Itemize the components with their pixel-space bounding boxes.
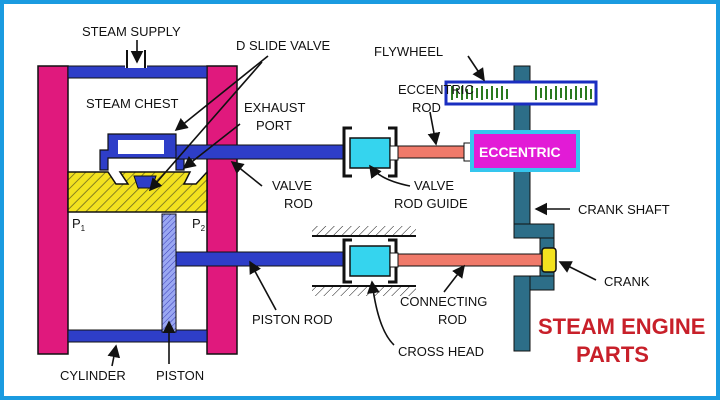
label-exhaust-port-1: EXHAUST — [244, 100, 305, 115]
cross-head — [349, 245, 391, 277]
label-steam-chest: STEAM CHEST — [86, 96, 179, 111]
label-valve-rod-1: VALVE — [272, 178, 312, 193]
crank-shaft-lower — [513, 275, 531, 352]
crosshead-guide-top — [312, 226, 416, 236]
label-eccentric: ECCENTRIC — [479, 144, 561, 160]
leader-d-slide-valve-2 — [148, 61, 263, 192]
label-p2: P2 — [192, 216, 206, 233]
label-piston: PISTON — [156, 368, 204, 383]
leader-cross-head — [367, 280, 395, 346]
label-eccentric-rod-1: ECCENTRIC — [398, 82, 474, 97]
label-steam-supply: STEAM SUPPLY — [82, 24, 181, 39]
label-p1: P1 — [72, 216, 86, 233]
leader-valve-rod — [230, 161, 263, 187]
valve-rod-guide — [349, 137, 391, 169]
connecting-rod — [397, 253, 543, 267]
steam-supply-opening — [125, 50, 147, 68]
label-valve-rod-2: ROD — [284, 196, 313, 211]
leader-connecting-rod — [443, 264, 465, 293]
label-connecting-rod-1: CONNECTING — [400, 294, 487, 309]
valve-rod — [175, 144, 345, 160]
label-flywheel: FLYWHEEL — [374, 44, 443, 59]
leader-eccentric-rod — [427, 111, 441, 146]
leader-crank — [558, 261, 597, 281]
crosshead-guide-bottom — [312, 286, 416, 296]
leader-flywheel — [467, 55, 485, 82]
label-d-slide-valve: D SLIDE VALVE — [236, 38, 330, 53]
eccentric-box — [470, 130, 580, 172]
label-cylinder: CYLINDER — [60, 368, 126, 383]
cylinder-bottom-cover — [67, 329, 208, 343]
label-exhaust-port-2: PORT — [256, 118, 292, 133]
label-connecting-rod-2: ROD — [438, 312, 467, 327]
leader-d-slide-valve — [174, 55, 269, 132]
crank-pin — [541, 247, 557, 273]
flywheel — [444, 80, 598, 106]
label-valve-rod-guide-1: VALVE — [414, 178, 454, 193]
leader-piston-rod — [249, 260, 277, 311]
label-valve-rod-guide-2: ROD GUIDE — [394, 196, 468, 211]
leader-cylinder — [107, 344, 121, 367]
label-cross-head: CROSS HEAD — [398, 344, 484, 359]
title-line-2: PARTS — [576, 342, 649, 367]
cylinder-left-wall — [37, 65, 69, 355]
piston-rod — [175, 251, 345, 267]
label-eccentric-rod-2: ROD — [412, 100, 441, 115]
label-piston-rod: PISTON ROD — [252, 312, 333, 327]
cylinder-right-wall — [206, 65, 238, 355]
valve-seat-block — [67, 170, 208, 213]
title-line-1: STEAM ENGINE — [538, 314, 705, 339]
label-crank-shaft: CRANK SHAFT — [578, 202, 670, 217]
leader-valve-rod-guide — [369, 164, 411, 187]
piston — [161, 213, 177, 333]
eccentric-rod — [397, 145, 465, 159]
label-crank: CRANK — [604, 274, 650, 289]
leader-exhaust-port — [182, 123, 241, 169]
flywheel-teeth — [451, 86, 592, 100]
